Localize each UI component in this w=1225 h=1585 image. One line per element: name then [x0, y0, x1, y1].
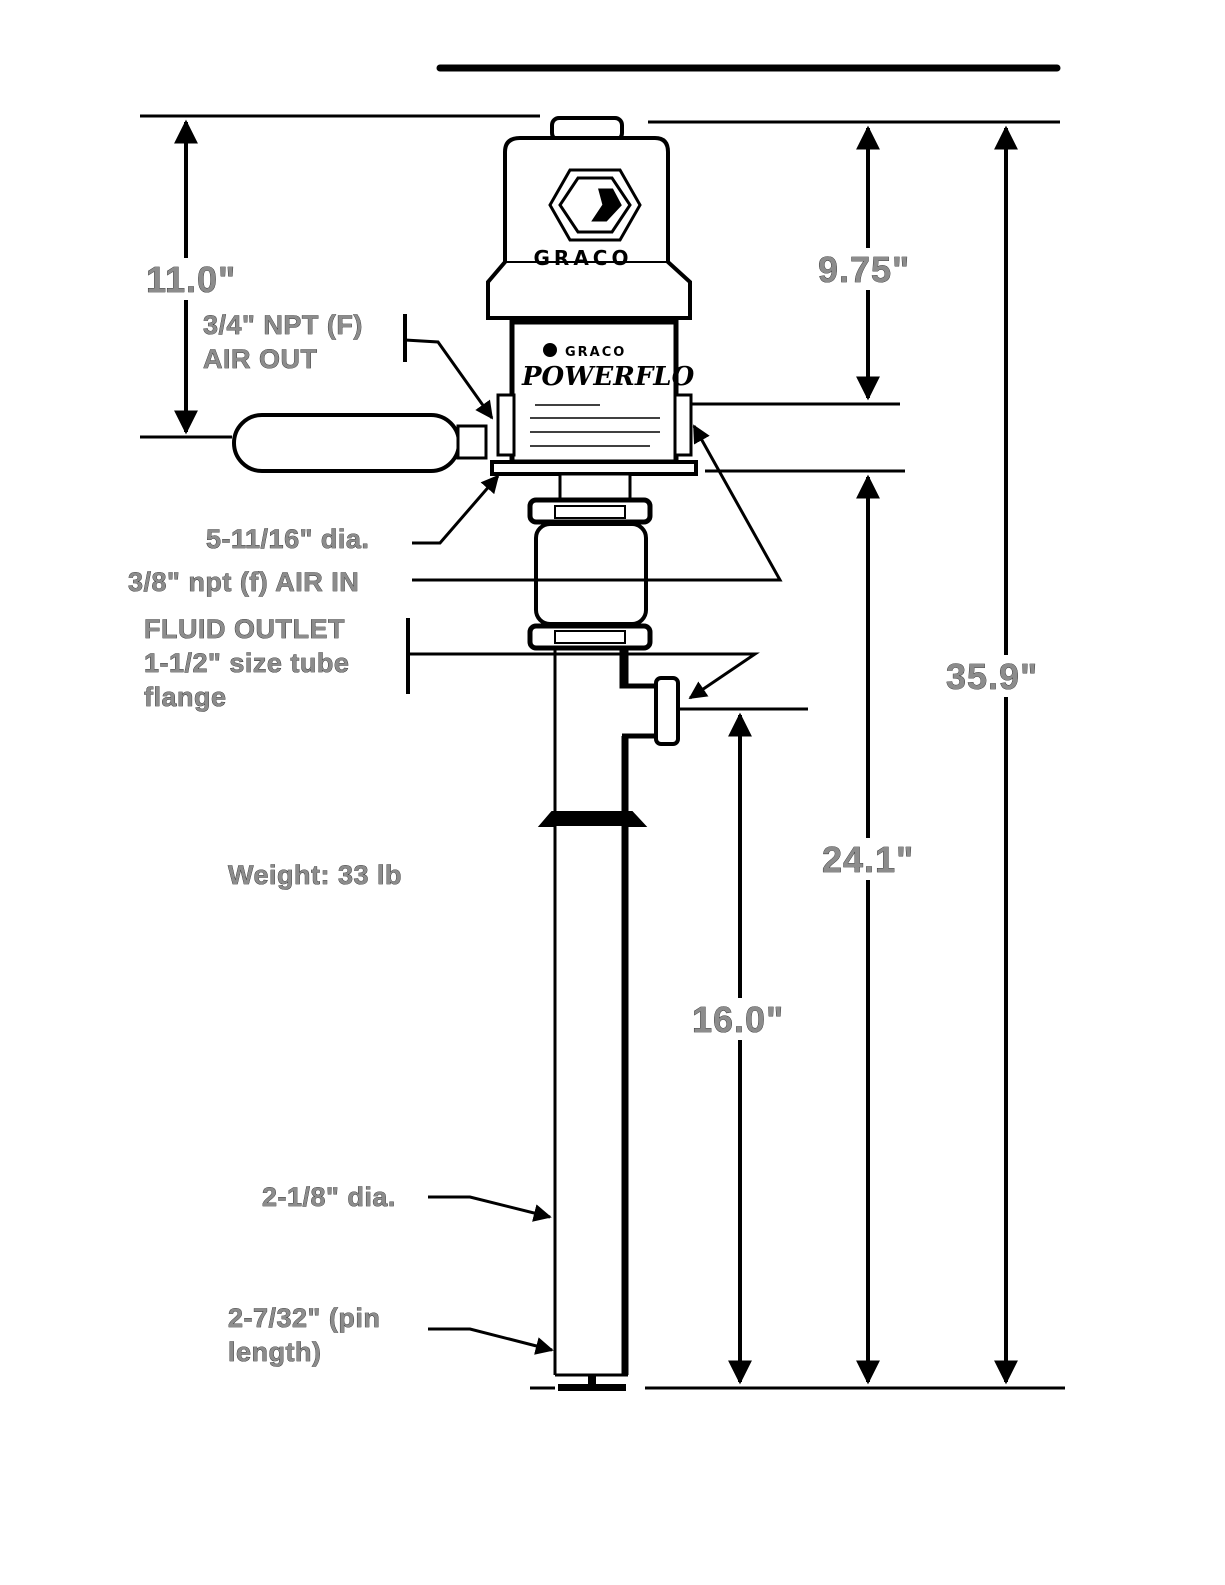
muffler — [234, 415, 459, 471]
air-out-label-1: 3/4" NPT (F) — [203, 310, 363, 340]
dim-overall-label: 35.9" — [946, 656, 1038, 697]
dim-tube-label: 16.0" — [692, 999, 784, 1040]
pin-length-label-1: 2-7/32" (pin — [228, 1303, 380, 1333]
dim-pump-label: 24.1" — [822, 839, 914, 880]
motor-cover — [488, 138, 690, 318]
pump-tube — [555, 826, 625, 1372]
weight-label: Weight: 33 lb — [228, 860, 402, 890]
air-in-label: 3/8" npt (f) AIR IN — [128, 567, 359, 597]
logo-text: GRACO — [534, 246, 633, 270]
model-text: POWERFLO — [521, 362, 695, 392]
air-out-label-2: AIR OUT — [203, 344, 318, 374]
fluid-outlet-fitting — [656, 678, 678, 744]
badge-logo-icon — [543, 343, 557, 357]
pin-length-label-2: length) — [228, 1337, 321, 1367]
fluid-outlet-label-1: FLUID OUTLET — [144, 614, 345, 644]
tube-diameter-label: 2-1/8" dia. — [262, 1182, 396, 1212]
fluid-outlet-label-2: 1-1/2" size tube — [144, 648, 349, 678]
air-motor-housing — [512, 322, 676, 462]
fluid-outlet-label-3: flange — [144, 682, 227, 712]
foot-plate — [558, 1384, 626, 1391]
base-diameter-label: 5-11/16" dia. — [206, 524, 369, 554]
coupling-cylinder — [536, 524, 646, 624]
dim-outlet-label: 11.0" — [146, 259, 236, 300]
base-flange — [492, 462, 696, 474]
badge-text: GRACO — [565, 345, 626, 360]
tube-collar — [540, 812, 645, 826]
dim-motor-label: 9.75" — [818, 249, 910, 290]
